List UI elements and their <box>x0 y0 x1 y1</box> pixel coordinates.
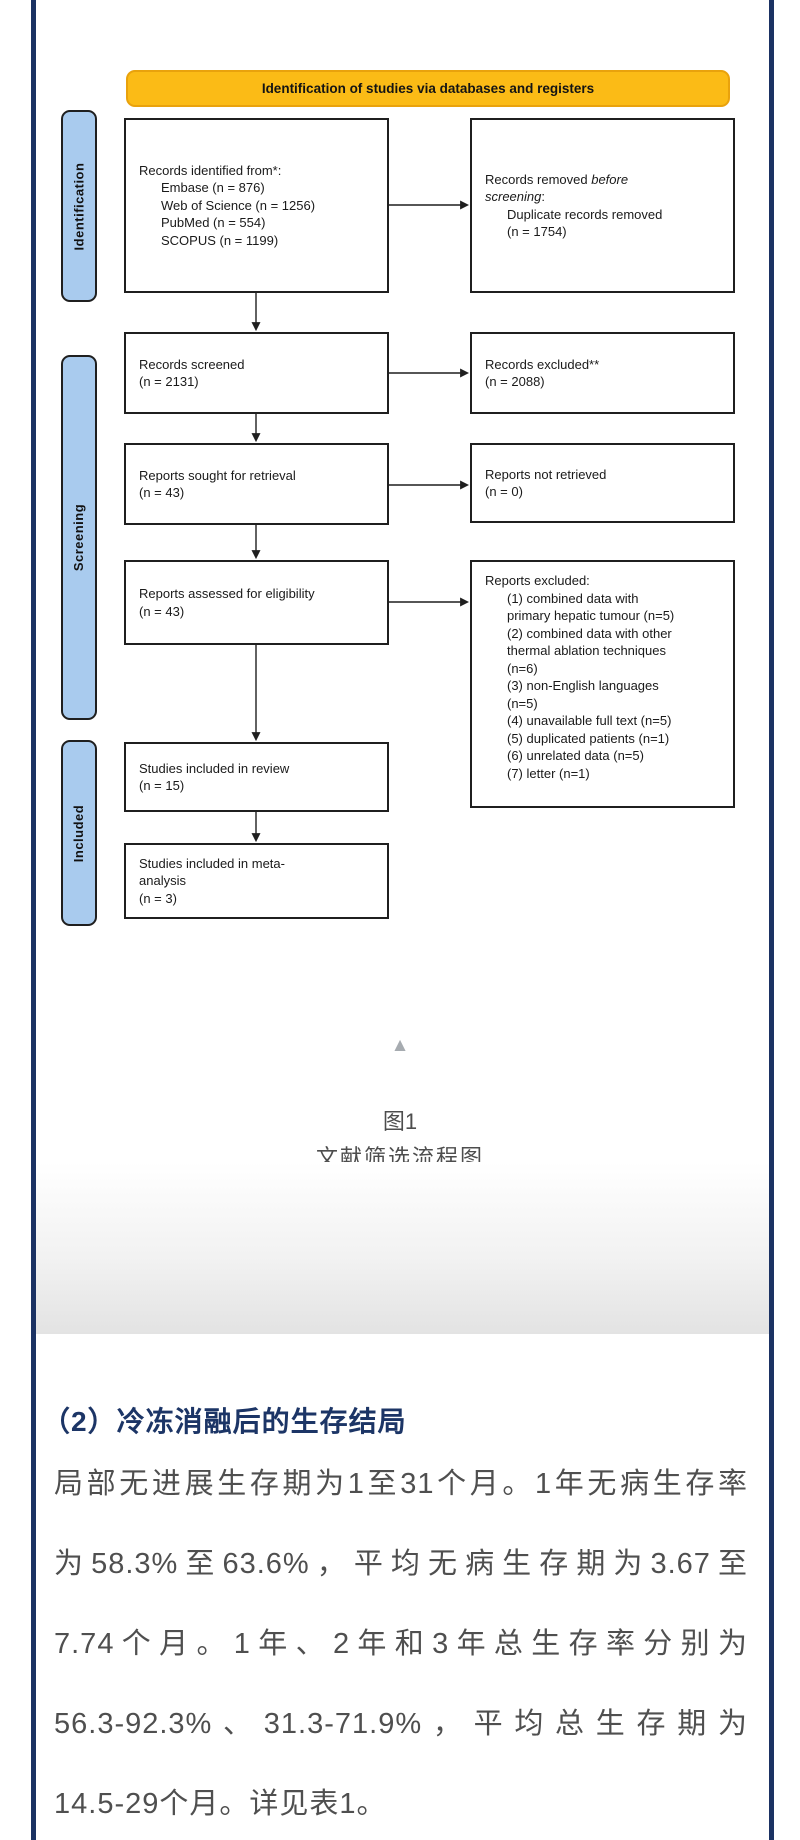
box-included-meta: Studies included in meta- analysis (n = … <box>124 843 389 919</box>
box-line: Records excluded** <box>485 356 600 372</box>
box-reports-sought: Reports sought for retrieval (n = 43) <box>124 443 389 525</box>
box-line: PubMed (n = 554) <box>161 215 266 231</box>
box-line: SCOPUS (n = 1199) <box>161 232 279 248</box>
box-reports-excluded: Reports excluded: (1) combined data with… <box>470 560 735 808</box>
box-reports-not-retrieved: Reports not retrieved (n = 0) <box>470 443 735 523</box>
box-records-identified: Records identified from*: Embase (n = 87… <box>124 118 389 293</box>
left-page-border <box>31 0 36 1840</box>
box-line: Web of Science (n = 1256) <box>161 197 316 213</box>
box-line: (n = 15) <box>139 778 185 793</box>
box-line: (n = 1754) <box>507 224 567 239</box>
box-included-review: Studies included in review (n = 15) <box>124 742 389 812</box>
box-line: Reports not retrieved <box>485 466 607 482</box>
flowchart-banner: Identification of studies via databases … <box>126 70 730 107</box>
box-line: (n = 43) <box>139 603 185 619</box>
box-records-screened: Records screened (n = 2131) <box>124 332 389 414</box>
box-line: (2) combined data with other <box>507 625 672 641</box>
box-line: thermal ablation techniques <box>507 643 666 658</box>
section-divider-band <box>36 1162 769 1334</box>
box-line: (n = 3) <box>139 890 177 906</box>
box-line: Records removed before <box>485 171 725 189</box>
body-line: 为58.3%至63.6%，平均无病生存期为3.67至 <box>54 1548 748 1580</box>
box-records-removed: Records removed before screening: Duplic… <box>470 118 735 293</box>
section-heading: （2）冷冻消融后的生存结局 <box>42 1406 407 1437</box>
box-line: (3) non-English languages <box>507 678 659 693</box>
box-line: (4) unavailable full text (n=5) <box>507 713 672 728</box>
body-line: 14.5-29个月。详见表1。 <box>54 1788 387 1820</box>
box-line: Studies included in review <box>139 760 290 776</box>
body-line: 56.3-92.3%、31.3-71.9%，平均总生存期为 <box>54 1708 748 1740</box>
stage-label-text: Included <box>71 804 87 862</box>
stage-label-included: Included <box>61 740 97 926</box>
box-line: (n=6) <box>507 660 538 676</box>
box-line: (n=5) <box>507 695 538 711</box>
stage-label-text: Identification <box>71 162 87 250</box>
flowchart-banner-label: Identification of studies via databases … <box>261 81 595 96</box>
collapse-triangle-icon[interactable]: ▲ <box>390 1035 410 1056</box>
box-reports-assessed: Reports assessed for eligibility (n = 43… <box>124 560 389 645</box>
box-line: (1) combined data with <box>507 590 639 606</box>
box-line: Studies included in meta- <box>139 855 285 871</box>
box-text-italic: screening <box>485 189 542 204</box>
box-line: analysis <box>139 873 186 889</box>
body-line: 局部无进展生存期为1至31个月。1年无病生存率 <box>54 1468 748 1500</box>
box-text-segment: Records removed <box>485 171 592 187</box>
right-page-border <box>769 0 774 1840</box>
box-line: (n = 0) <box>485 484 523 499</box>
box-line: (n = 2088) <box>485 374 545 389</box>
box-line: (5) duplicated patients (n=1) <box>507 730 670 746</box>
box-line: primary hepatic tumour (n=5) <box>507 608 675 623</box>
box-line: (6) unrelated data (n=5) <box>507 748 644 763</box>
stage-label-identification: Identification <box>61 110 97 302</box>
box-line: (n = 2131) <box>139 374 199 389</box>
box-line: screening: <box>485 188 725 206</box>
box-line: Reports excluded: <box>485 573 590 588</box>
box-text-segment: : <box>541 189 545 204</box>
box-line: (7) letter (n=1) <box>507 765 590 781</box>
box-line: Records screened <box>139 356 245 372</box>
box-line: (n = 43) <box>139 485 185 500</box>
box-records-excluded: Records excluded** (n = 2088) <box>470 332 735 414</box>
box-line: Reports sought for retrieval <box>139 467 296 483</box>
box-text-italic: before <box>591 171 629 187</box>
stage-label-screening: Screening <box>61 355 97 720</box>
body-line: 7.74个月。1年、2年和3年总生存率分别为 <box>54 1628 748 1660</box>
section-body: 局部无进展生存期为1至31个月。1年无病生存率 为58.3%至63.6%，平均无… <box>54 1444 748 1840</box>
box-line: Reports assessed for eligibility <box>139 586 315 601</box>
figure-label: 图1 <box>382 1109 418 1134</box>
box-line: Duplicate records removed <box>507 206 663 222</box>
stage-label-text: Screening <box>71 503 87 572</box>
box-line: Embase (n = 876) <box>161 180 265 196</box>
box-line: Records identified from*: <box>139 162 282 178</box>
